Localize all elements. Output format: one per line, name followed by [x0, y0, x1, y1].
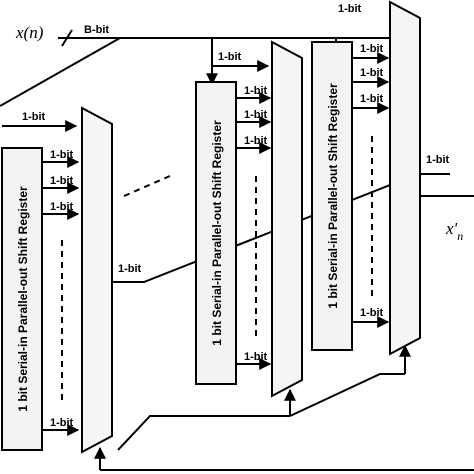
bit-label-s2-3: 1-bit	[244, 135, 268, 147]
bit-label-s3-3: 1-bit	[360, 93, 384, 105]
select-mux2-path	[117, 415, 290, 451]
bit-label-s3-last: 1-bit	[360, 307, 384, 319]
bus-slash	[61, 29, 73, 47]
shift-register-3	[311, 41, 353, 351]
bit-label-s1-top: 1-bit	[22, 111, 46, 123]
shift-register-1	[1, 147, 43, 451]
bit-label-s1-1: 1-bit	[50, 149, 74, 161]
output-label: x'n	[445, 219, 463, 243]
stage-ellipsis	[123, 175, 171, 197]
mux-3	[389, 0, 421, 356]
shift-register-2-label: 1 bit Serial-in Parallel-out Shift Regis…	[210, 120, 224, 346]
bit-label-mux1-out: 1-bit	[118, 263, 142, 275]
bit-label-s2-top: 1-bit	[218, 51, 242, 63]
bit-label-s1-2: 1-bit	[50, 175, 74, 187]
top-bit-label: 1-bit	[338, 3, 362, 15]
bit-label-s1-last: 1-bit	[50, 417, 74, 429]
shift-register-2	[195, 81, 237, 385]
mux-1	[81, 106, 113, 454]
bit-label-s2-last: 1-bit	[244, 351, 268, 363]
bit-label-s2-1: 1-bit	[244, 85, 268, 97]
input-label: x(n)	[15, 23, 44, 42]
shift-register-3-label: 1 bit Serial-in Parallel-out Shift Regis…	[326, 83, 340, 309]
bit-label-s1-3: 1-bit	[50, 201, 74, 213]
mux-2	[271, 40, 303, 398]
bit-label-s3-2: 1-bit	[360, 67, 384, 79]
skew-line-top	[0, 37, 121, 107]
bit-label-output: 1-bit	[426, 154, 450, 166]
bus-width-label: B-bit	[84, 24, 109, 36]
bit-label-s3-1: 1-bit	[360, 43, 384, 55]
select-mux3-path	[289, 373, 405, 417]
shift-register-1-label: 1 bit Serial-in Parallel-out Shift Regis…	[16, 186, 30, 412]
bit-label-s2-2: 1-bit	[244, 109, 268, 121]
